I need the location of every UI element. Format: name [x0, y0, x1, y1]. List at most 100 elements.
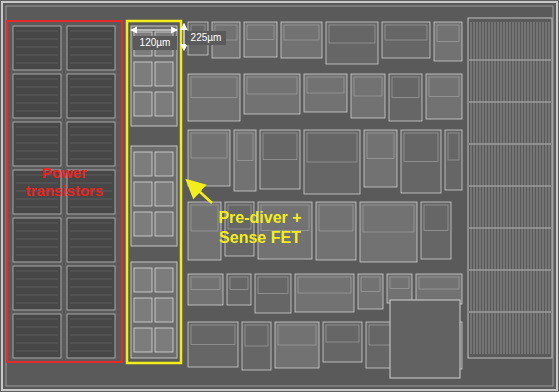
driver-cell	[134, 62, 152, 86]
stripe	[537, 22, 538, 354]
finger	[70, 255, 112, 256]
driver-cell	[134, 328, 152, 352]
logic-cell	[278, 325, 316, 345]
logic-cell	[424, 205, 448, 231]
finger	[16, 335, 58, 336]
finger	[70, 47, 112, 48]
driver-block	[131, 146, 177, 246]
finger	[16, 207, 58, 208]
finger	[70, 223, 112, 224]
finger	[70, 111, 112, 112]
finger	[16, 319, 58, 320]
stripe	[507, 22, 508, 354]
logic-block	[389, 74, 422, 121]
finger	[16, 223, 58, 224]
analog-block	[390, 300, 460, 378]
callout-label: Pre-diver + Sense FET	[196, 208, 324, 248]
logic-cell	[448, 133, 459, 160]
finger	[16, 351, 58, 352]
logic-cell	[367, 133, 394, 159]
finger	[16, 95, 58, 96]
finger	[70, 79, 112, 80]
logic-cell	[419, 277, 459, 289]
logic-block	[275, 322, 319, 368]
transistor-cell	[67, 122, 115, 166]
driver-cell	[134, 298, 152, 322]
finger	[70, 231, 112, 232]
logic-cell	[191, 133, 227, 158]
finger	[70, 343, 112, 344]
logic-cell	[230, 277, 248, 290]
driver-cell	[134, 212, 152, 236]
driver-block	[131, 26, 177, 126]
stripe	[469, 312, 551, 313]
stripe	[489, 22, 490, 354]
logic-cell	[429, 77, 459, 97]
stripe	[469, 228, 551, 229]
driver-cell	[155, 328, 173, 352]
logic-cell	[258, 277, 288, 294]
finger	[16, 271, 58, 272]
finger	[16, 39, 58, 40]
logic-block	[188, 130, 230, 186]
driver-cell	[155, 298, 173, 322]
stripe	[519, 22, 520, 354]
logic-cell	[437, 25, 459, 42]
finger	[70, 319, 112, 320]
logic-cell	[191, 325, 235, 345]
stripe	[543, 22, 544, 354]
finger	[16, 127, 58, 128]
finger	[16, 255, 58, 256]
logic-cell	[191, 205, 218, 231]
finger	[70, 151, 112, 152]
driver-cell	[155, 268, 173, 292]
transistor-cell	[67, 314, 115, 358]
logic-cell	[247, 25, 274, 40]
driver-cell	[155, 152, 173, 176]
finger	[16, 47, 58, 48]
finger	[70, 127, 112, 128]
transistor-cell	[13, 314, 61, 358]
driver-cell	[155, 182, 173, 206]
region-label: Power transistors	[8, 164, 121, 200]
finger	[16, 327, 58, 328]
finger	[70, 95, 112, 96]
finger	[16, 303, 58, 304]
predriver-outline	[127, 21, 181, 363]
finger	[16, 143, 58, 144]
stripe	[469, 60, 551, 61]
logic-cell	[319, 205, 353, 231]
logic-block	[281, 22, 322, 58]
transistor-cell	[13, 26, 61, 70]
stripe	[469, 270, 551, 271]
logic-block	[358, 274, 383, 309]
driver-cell	[134, 152, 152, 176]
logic-cell	[390, 277, 409, 289]
dimension-label: 120µm	[133, 36, 177, 50]
transistor-cell	[13, 74, 61, 118]
stripe	[498, 22, 499, 354]
transistor-cell	[67, 26, 115, 70]
logic-block	[421, 202, 451, 259]
driver-cell	[155, 62, 173, 86]
stripe	[540, 22, 541, 354]
transistor-cell	[67, 74, 115, 118]
logic-block	[304, 74, 347, 112]
logic-cell	[191, 277, 220, 290]
finger	[16, 31, 58, 32]
logic-block	[426, 74, 462, 119]
driver-cell	[134, 182, 152, 206]
logic-cell	[363, 205, 414, 232]
logic-cell	[361, 277, 380, 292]
stripe	[525, 22, 526, 354]
finger	[70, 55, 112, 56]
logic-block	[323, 322, 362, 362]
finger	[70, 279, 112, 280]
stripe	[549, 22, 550, 354]
logic-block	[445, 130, 462, 190]
dimension-arrow	[131, 29, 177, 30]
transistor-cell	[13, 218, 61, 262]
logic-cell	[298, 277, 351, 293]
finger	[16, 287, 58, 288]
